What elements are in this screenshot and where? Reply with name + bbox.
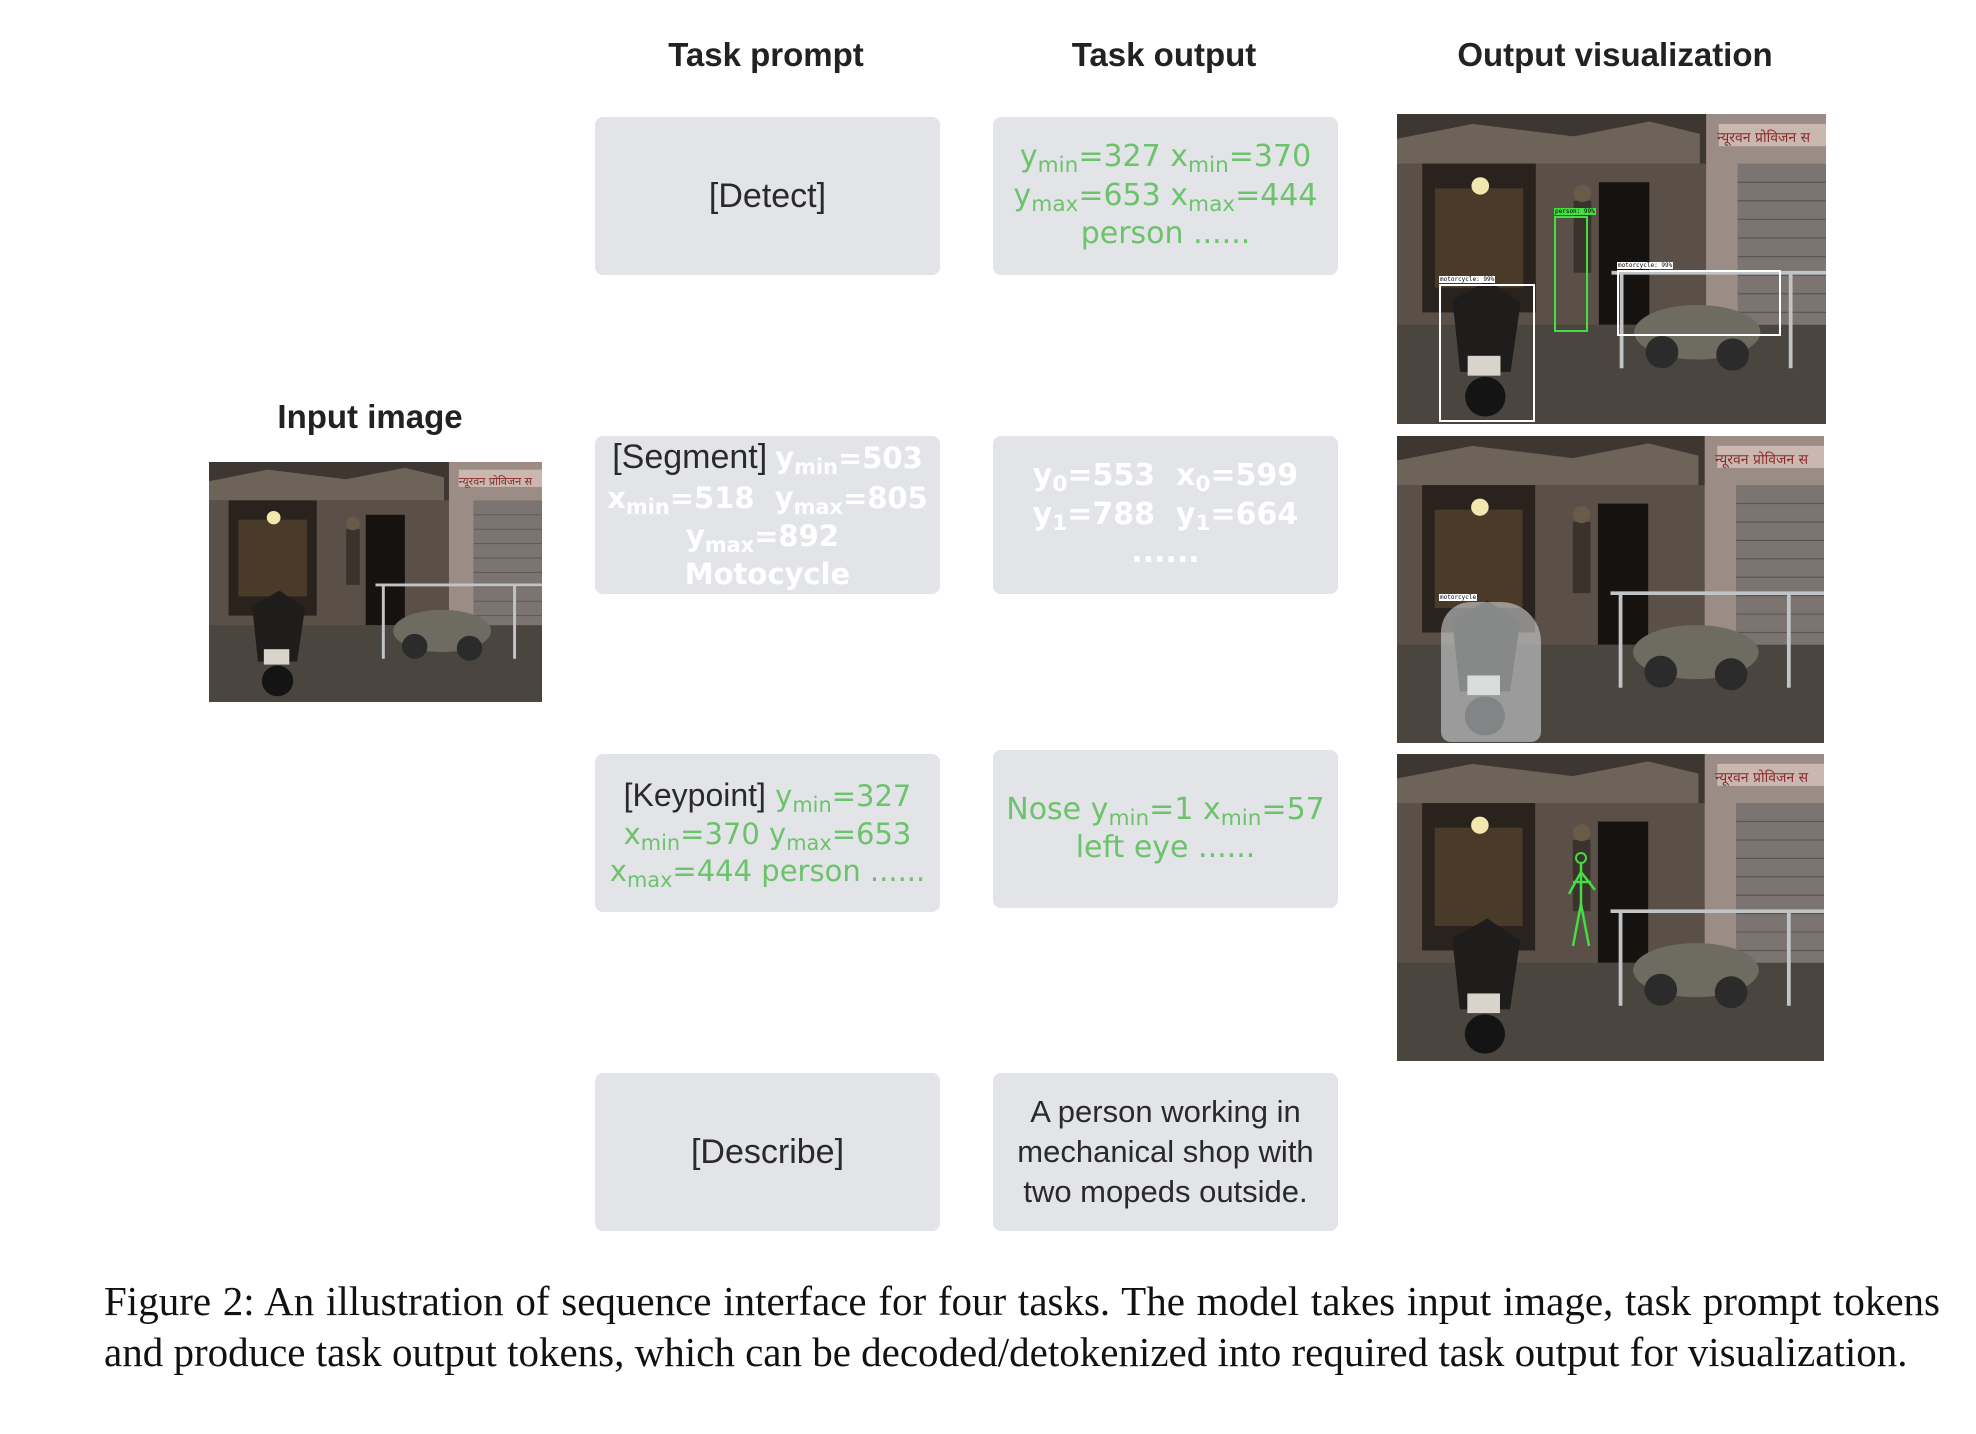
shop-sign-text: न्यूरवन प्रोविजन स (459, 475, 533, 488)
figure-caption: Figure 2: An illustration of sequence in… (104, 1278, 1940, 1375)
pose-skeleton (1567, 852, 1596, 947)
motorcycle-bbox-left (1439, 284, 1535, 422)
detect-visualization: person: 99% motorcycle: 99% motorcycle: … (1397, 114, 1826, 424)
keypoint-prompt-box: [Keypoint] ymin=327 xmin=370 ymax=653 xm… (595, 754, 940, 912)
detect-output-box: ymin=327 xmin=370 ymax=653 xmax=444 pers… (993, 117, 1338, 275)
task-output-header: Task output (1071, 36, 1257, 73)
detect-output-text: ymin=327 xmin=370 ymax=653 xmax=444 pers… (1013, 139, 1318, 252)
segment-visualization: motorcycle न्यूरवन प्रोविजन स (1397, 436, 1824, 743)
segment-output-text: y0=553 x0=599 y1=788 y1=664 ...... (1032, 458, 1299, 571)
keypoint-output-text: Nose ymin=1 xmin=57 left eye ...... (1006, 791, 1325, 865)
motorcycle-bbox-left-label: motorcycle: 99% (1439, 276, 1496, 283)
task-prompt-header: Task prompt (668, 36, 864, 73)
person-bbox (1554, 216, 1588, 332)
output-visualization-header: Output visualization (1457, 36, 1773, 73)
describe-prompt-box: [Describe] (595, 1073, 940, 1231)
shop-sign-text: न्यूरवन प्रोविजन स (1715, 452, 1809, 468)
detect-prompt-text: [Detect] (708, 176, 827, 215)
keypoint-output-box: Nose ymin=1 xmin=57 left eye ...... (993, 750, 1338, 908)
motorcycle-bbox-right (1617, 270, 1781, 336)
describe-prompt-text: [Describe] (690, 1132, 845, 1171)
input-image-header: Input image (277, 398, 463, 435)
input-image: न्यूरवन प्रोविजन स (209, 462, 542, 702)
keypoint-visualization: न्यूरवन प्रोविजन स (1397, 754, 1824, 1061)
describe-output-box: A person working in mechanical shop with… (993, 1073, 1338, 1231)
motorcycle-mask-label: motorcycle (1439, 594, 1478, 601)
describe-output-text: A person working in mechanical shop with… (1017, 1093, 1314, 1210)
shop-sign-text: न्यूरवन प्रोविजन स (1715, 770, 1809, 786)
keypoint-prompt-text: [Keypoint] ymin=327 xmin=370 ymax=653 xm… (609, 777, 926, 893)
motorcycle-bbox-right-label: motorcycle: 99% (1617, 262, 1674, 269)
segment-prompt-text: [Segment] ymin=503 xmin=518 ymax=805 yma… (607, 438, 928, 591)
motorcycle-mask (1441, 602, 1541, 742)
segment-prompt-box: [Segment] ymin=503 xmin=518 ymax=805 yma… (595, 436, 940, 594)
segment-output-box: y0=553 x0=599 y1=788 y1=664 ...... (993, 436, 1338, 594)
person-bbox-label: person: 99% (1554, 208, 1596, 215)
shop-sign-text: न्यूरवन प्रोविजन स (1717, 130, 1811, 146)
detect-prompt-box: [Detect] (595, 117, 940, 275)
